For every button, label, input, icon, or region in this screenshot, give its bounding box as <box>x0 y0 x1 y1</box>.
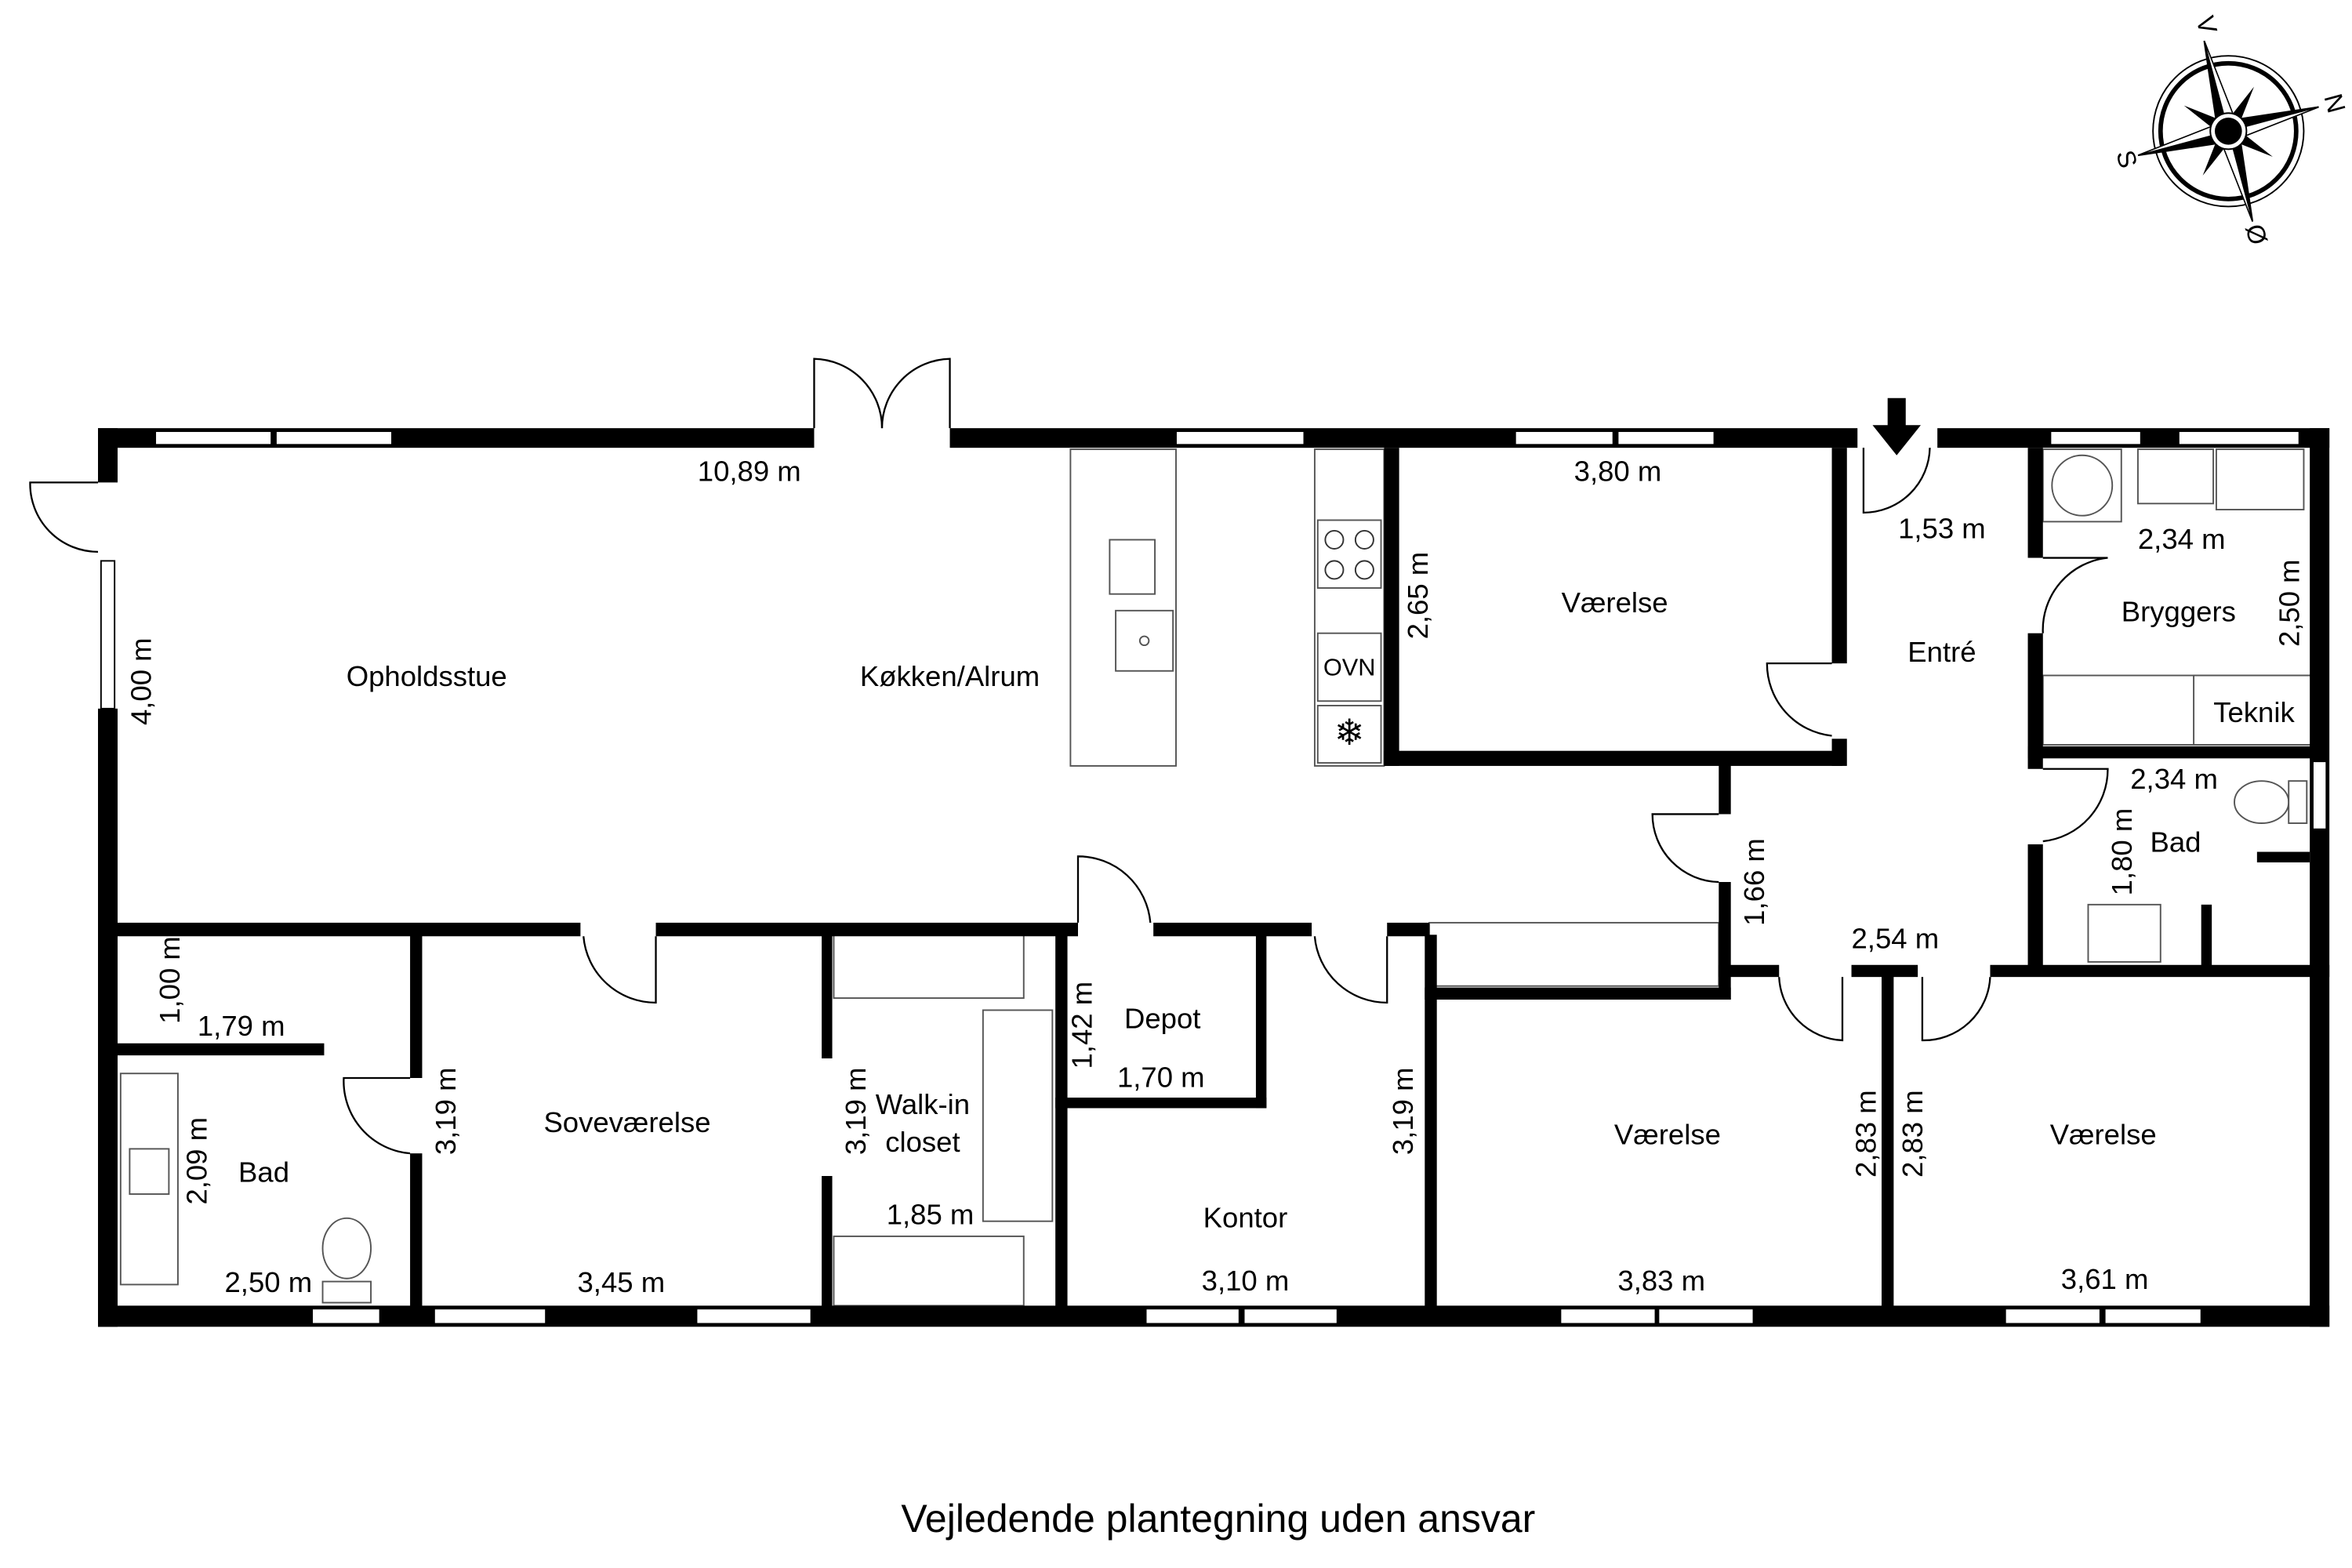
room-label: Bryggers <box>2122 595 2236 627</box>
room-label: Køkken/Alrum <box>860 660 1040 692</box>
toilet-icon <box>2234 780 2290 824</box>
room-label: Opholdsstue <box>347 660 507 692</box>
dimension: 1,42 m <box>1065 982 1098 1069</box>
stove-burner-icon <box>1324 529 1345 550</box>
dimension: 4,00 m <box>125 637 157 725</box>
dimension: 1,79 m <box>198 1010 285 1042</box>
dimension: 1,70 m <box>1117 1062 1205 1094</box>
closet-rails <box>833 934 1054 1307</box>
dimension: 3,80 m <box>1574 455 1662 487</box>
room-label: Værelse <box>1614 1119 1721 1151</box>
dimension: 2,09 m <box>180 1117 212 1205</box>
dimension: 1,53 m <box>1898 513 1986 545</box>
dimension: 1,66 m <box>1738 838 1770 926</box>
dimension: 1,85 m <box>887 1199 975 1231</box>
doors <box>29 358 2109 1155</box>
compass-north: N <box>2318 90 2351 115</box>
compass-south: S <box>2111 147 2143 171</box>
room-label: closet <box>885 1126 960 1158</box>
room-label: Teknik <box>2213 696 2295 728</box>
dimension: 3,19 m <box>1387 1067 1419 1155</box>
dimension: 3,45 m <box>577 1266 665 1298</box>
bath-fixtures <box>119 780 2308 1304</box>
dimension: 2,65 m <box>1402 552 1434 640</box>
windows <box>100 430 2328 1325</box>
dimension: 2,34 m <box>2138 523 2226 555</box>
oven-label: OVN <box>1323 654 1376 681</box>
room-label: Walk-in <box>876 1088 970 1120</box>
dimension: 3,83 m <box>1617 1265 1705 1297</box>
room-label: Depot <box>1124 1003 1200 1035</box>
compass-east: Ø <box>2240 221 2273 248</box>
room-label: Bad <box>2151 826 2201 858</box>
dimension: 1,00 m <box>154 936 186 1024</box>
freezer-snowflake-icon: ❄ <box>1334 712 1365 753</box>
dimension: 3,19 m <box>840 1067 872 1155</box>
compass-west: V <box>2190 13 2223 37</box>
room-label: Værelse <box>1562 586 1668 619</box>
room-label: Værelse <box>2050 1119 2157 1151</box>
dimension: 10,89 m <box>698 455 801 487</box>
room-labels: Opholdsstue Køkken/Alrum Værelse Entré B… <box>238 586 2295 1234</box>
room-label: Soveværelse <box>543 1106 710 1138</box>
dimension: 2,50 m <box>224 1266 312 1298</box>
room-label: Entré <box>1907 636 1976 668</box>
dimension: 3,61 m <box>2061 1263 2149 1295</box>
disclaimer-footer: Vejledende plantegning uden ansvar <box>901 1497 1535 1541</box>
room-label: Kontor <box>1203 1201 1288 1233</box>
dimension: 2,34 m <box>2130 763 2218 795</box>
hall-counter <box>1428 921 1720 987</box>
kitchen-island <box>1069 448 1177 767</box>
dimension: 3,19 m <box>430 1067 462 1155</box>
dimension: 2,83 m <box>1896 1090 1929 1178</box>
entrance-arrow-icon <box>1872 397 1921 456</box>
kitchen-counter: ❄ <box>1313 448 1385 767</box>
room-label: Bad <box>238 1156 289 1189</box>
dimension: 3,10 m <box>1202 1265 1290 1297</box>
dimension: 2,50 m <box>2274 559 2306 647</box>
compass-rose-icon <box>2137 40 2319 222</box>
interior-walls <box>98 448 2330 1312</box>
dimension: 2,83 m <box>1849 1090 1882 1178</box>
exterior-walls <box>98 428 2330 1327</box>
dimension-labels: 10,89 m 3,80 m 1,53 m 2,34 m 2,34 m 2,54… <box>125 455 2305 1298</box>
dimension: 2,54 m <box>1851 923 1939 955</box>
dimension: 1,80 m <box>2106 808 2138 896</box>
